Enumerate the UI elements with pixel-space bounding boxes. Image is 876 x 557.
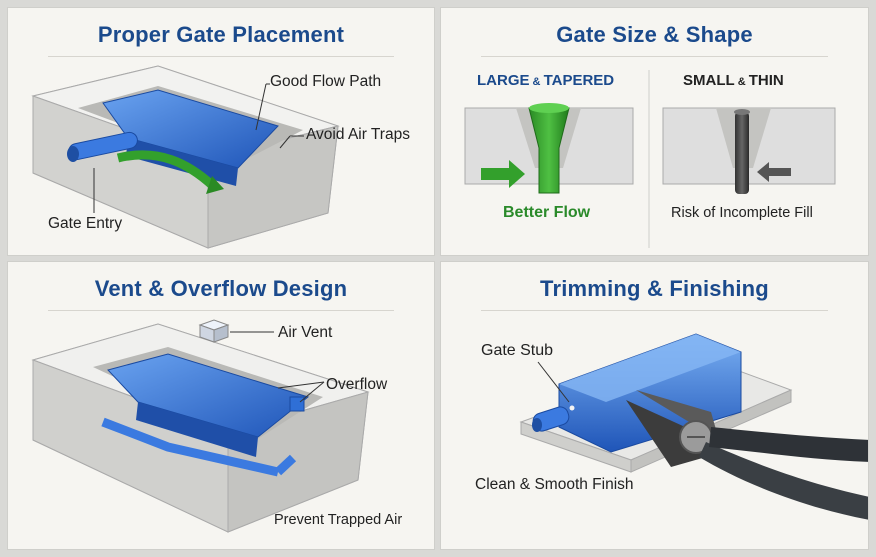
panel-title: Trimming & Finishing (540, 276, 769, 301)
title-divider (481, 310, 828, 311)
gate-placement-illustration (31, 65, 340, 249)
panel-vent-overflow: Vent & Overflow Design Air Vent Overflow… (7, 261, 435, 550)
trimming-illustration (519, 333, 868, 520)
caption-better-flow: Better Flow (503, 204, 591, 221)
label-overflow: Overflow (326, 376, 388, 393)
label-air-vent: Air Vent (278, 324, 333, 341)
label-prevent-trapped-air: Prevent Trapped Air (274, 512, 403, 528)
label-gate-stub: Gate Stub (481, 342, 554, 359)
panel-trimming: Trimming & Finishing Gate Stub Clean & S… (440, 261, 869, 550)
label-avoid-air-traps: Avoid Air Traps (306, 126, 410, 143)
vent-overflow-illustration (31, 319, 370, 533)
label-gate-entry: Gate Entry (48, 215, 123, 232)
panel-gate-placement: Proper Gate Placement Good Flow Path Avo… (7, 7, 435, 256)
caption-incomplete-fill: Risk of Incomplete Fill (671, 205, 813, 221)
heading-small-thin: SMALL & THIN (683, 72, 784, 89)
heading-large-tapered: LARGE & TAPERED (477, 72, 615, 89)
label-good-flow-path: Good Flow Path (270, 73, 382, 90)
panel-title: Vent & Overflow Design (94, 276, 348, 301)
title-divider (48, 310, 394, 311)
title-divider (481, 56, 828, 57)
panel-title: Proper Gate Placement (97, 22, 345, 47)
title-divider (48, 56, 394, 57)
label-clean-finish: Clean & Smooth Finish (475, 476, 634, 493)
panel-gate-size: Gate Size & Shape LARGE & TAPERED SMALL … (440, 7, 869, 256)
panel-title: Gate Size & Shape (556, 22, 753, 47)
gate-size-illustration (464, 70, 836, 248)
